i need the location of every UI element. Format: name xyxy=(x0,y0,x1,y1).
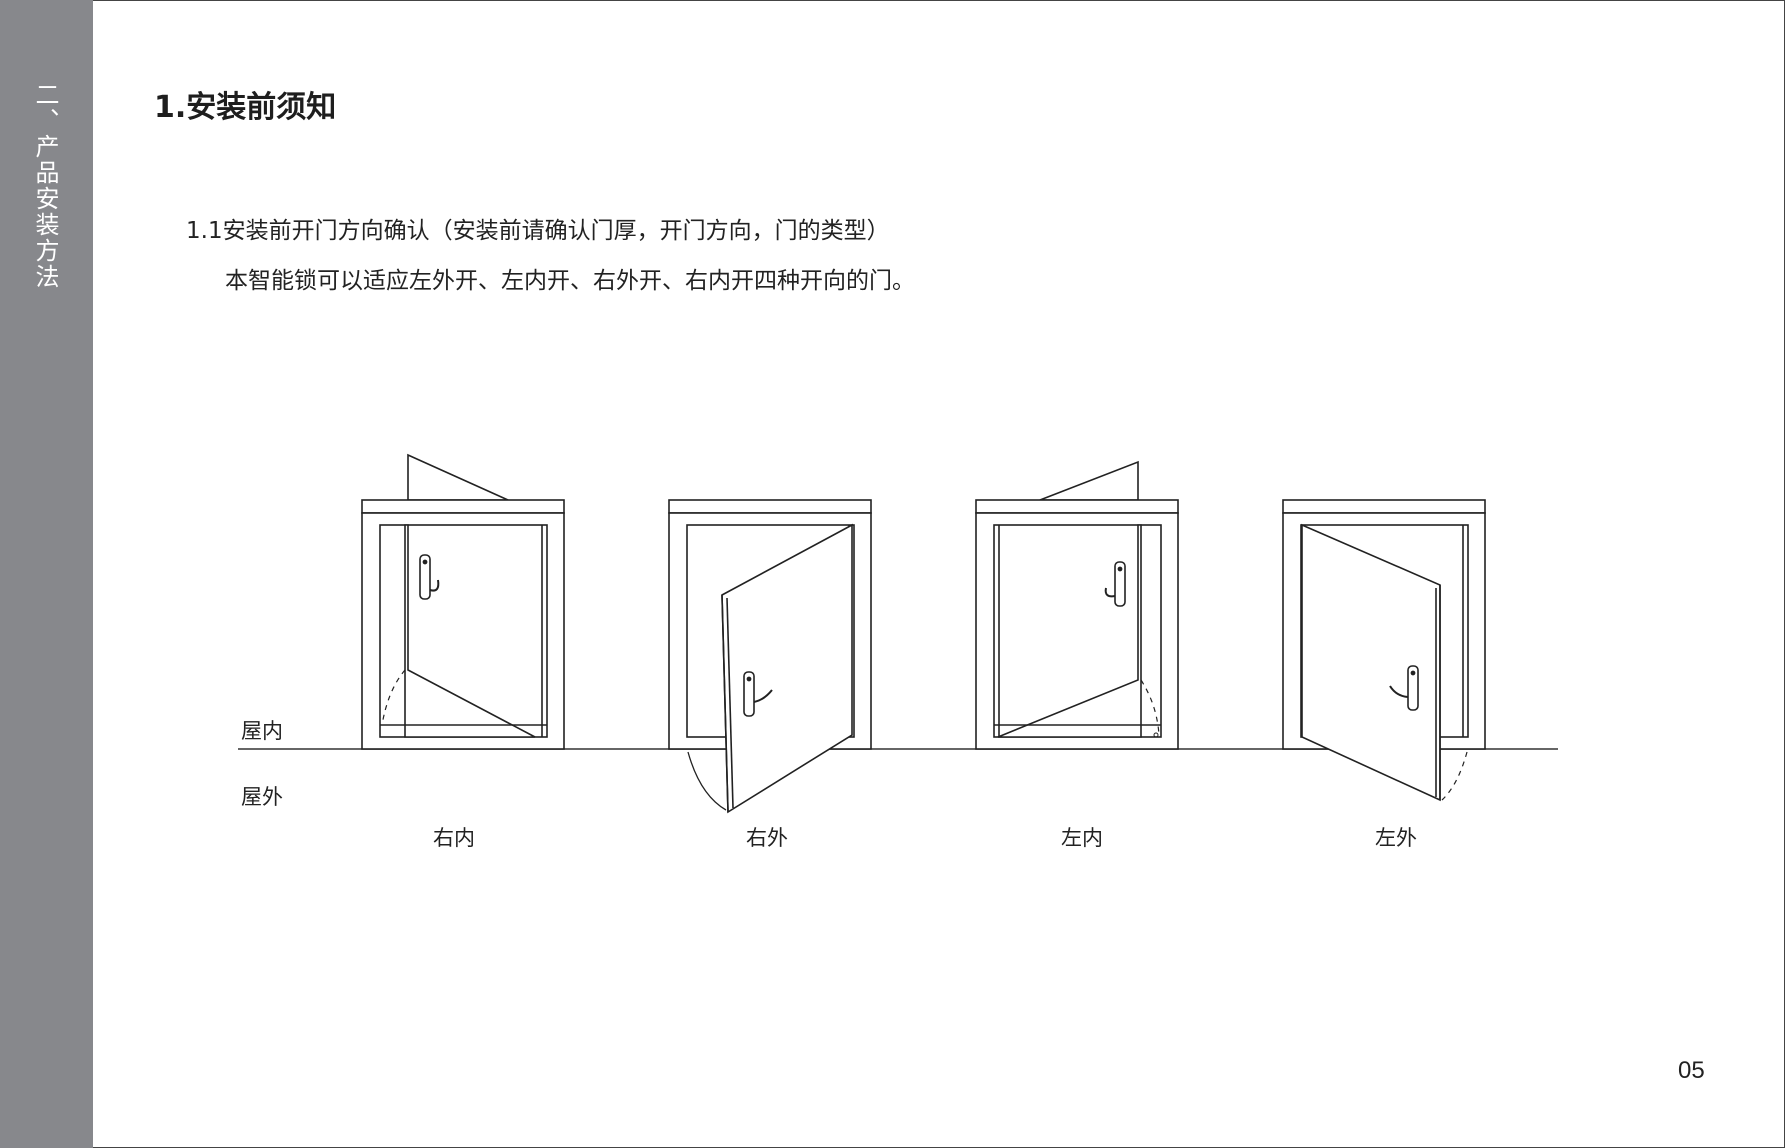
door-caption: 右内 xyxy=(433,826,475,850)
sidebar-section-label: 二、产品安装方法 xyxy=(31,82,59,290)
section-title: 1.安装前须知 xyxy=(154,90,337,125)
door-caption: 右外 xyxy=(746,826,788,850)
door-left-inward xyxy=(975,460,1179,750)
door-caption: 左外 xyxy=(1375,826,1417,850)
body-paragraph: 本智能锁可以适应左外开、左内开、右外开、右内开四种开向的门。 xyxy=(225,268,915,294)
door-right-outward xyxy=(668,499,872,814)
door-lock-icon xyxy=(1114,561,1126,607)
door-lock-icon xyxy=(1407,665,1419,711)
section-sidebar: 二、产品安装方法 xyxy=(0,0,93,1148)
subheading: 1.1安装前开门方向确认（安装前请确认门厚，开门方向，门的类型） xyxy=(186,218,890,244)
outdoor-label: 屋外 xyxy=(241,785,283,809)
door-caption: 左内 xyxy=(1061,826,1103,850)
page-number: 05 xyxy=(1678,1057,1705,1084)
door-lock-icon xyxy=(743,671,755,717)
door-left-outward xyxy=(1282,499,1486,802)
indoor-label: 屋内 xyxy=(241,719,283,743)
door-lock-icon xyxy=(419,554,431,600)
door-right-inward xyxy=(361,453,565,750)
